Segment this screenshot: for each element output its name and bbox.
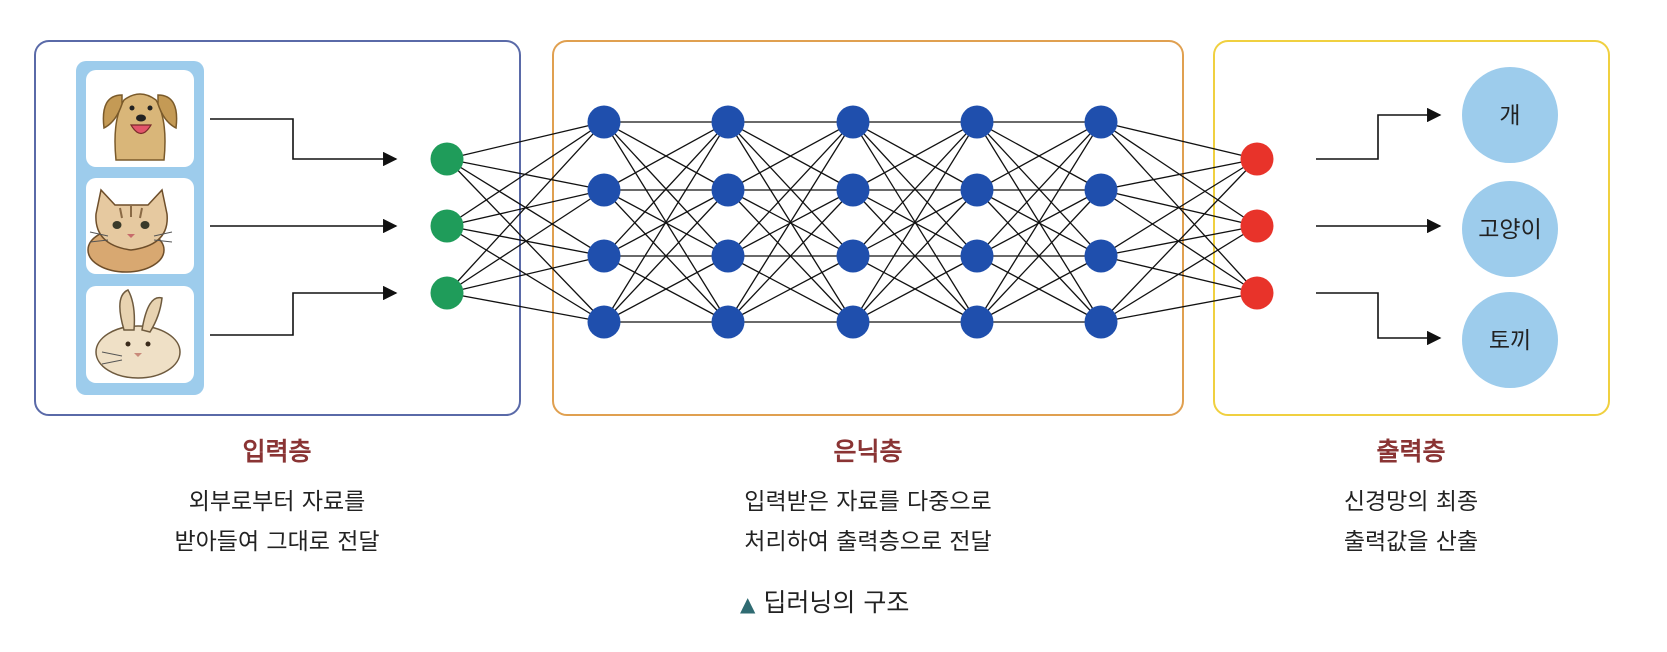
connection-line xyxy=(727,121,854,191)
hidden-node xyxy=(587,173,621,207)
dog-image xyxy=(86,70,194,167)
hidden-node xyxy=(960,305,994,339)
hidden-node xyxy=(1084,173,1118,207)
connection-line xyxy=(446,189,605,294)
input-layer-box xyxy=(34,40,521,416)
arrow-to-dog-output xyxy=(1316,107,1442,160)
hidden-node xyxy=(1084,105,1118,139)
hidden-desc-line-2: 처리하여 출력층으로 전달 xyxy=(744,529,992,555)
output-arrows xyxy=(1316,107,1442,346)
output-layer-box xyxy=(1213,40,1610,416)
connection-line xyxy=(727,255,854,323)
hidden-node xyxy=(711,105,745,139)
hidden-node xyxy=(960,173,994,207)
network-connections xyxy=(446,121,1258,323)
output-label-dog: 개 xyxy=(1499,103,1520,129)
output-desc-line-2: 출력값을 산출 xyxy=(1343,529,1479,555)
input-node xyxy=(430,276,464,310)
connection-line xyxy=(603,189,729,323)
hidden-node xyxy=(836,173,870,207)
hidden-node xyxy=(836,105,870,139)
hidden-layer-title: 은닉층 xyxy=(833,437,903,466)
connection-line xyxy=(727,121,854,323)
connection-line xyxy=(1100,158,1258,257)
input-desc-line-1: 외부로부터 자료를 xyxy=(188,489,366,515)
connection-line xyxy=(603,121,729,323)
connection-line xyxy=(603,121,729,257)
connection-line xyxy=(446,255,605,294)
output-node xyxy=(1240,209,1274,243)
cat-image xyxy=(86,178,194,274)
connection-line xyxy=(1100,158,1258,191)
hidden-node xyxy=(960,239,994,273)
hidden-node xyxy=(587,239,621,273)
connection-line xyxy=(852,255,978,323)
network-nodes xyxy=(430,105,1274,339)
hidden-node xyxy=(836,305,870,339)
connection-line xyxy=(852,121,978,191)
input-desc-line-2: 받아들여 그대로 전달 xyxy=(174,529,380,555)
input-node xyxy=(430,142,464,176)
output-desc-line-1: 신경망의 최종 xyxy=(1343,489,1479,515)
connection-line xyxy=(727,189,854,323)
output-label-rabbit: 토끼 xyxy=(1489,328,1531,354)
hidden-node xyxy=(836,239,870,273)
output-cat: 고양이 xyxy=(1462,181,1558,277)
connection-line xyxy=(446,292,605,323)
connection-line xyxy=(727,121,854,257)
hidden-node xyxy=(1084,305,1118,339)
connection-line xyxy=(1100,225,1258,323)
caption-text: 딥러닝의 구조 xyxy=(763,588,910,617)
connection-line xyxy=(852,189,978,323)
hidden-layer-description: 입력받은 자료를 다중으로 처리하여 출력층으로 전달 xyxy=(744,482,991,562)
connection-line xyxy=(1100,158,1258,323)
rabbit-image xyxy=(86,286,194,383)
connection-line xyxy=(446,121,605,160)
output-rabbit: 토끼 xyxy=(1462,292,1558,388)
arrow-to-rabbit-output xyxy=(1316,292,1442,346)
arrow-dog-to-input xyxy=(210,118,398,167)
output-node xyxy=(1240,276,1274,310)
figure-caption: ▲ 딥러닝의 구조 xyxy=(740,583,909,619)
output-label-cat: 고양이 xyxy=(1478,217,1541,243)
hidden-layer-box xyxy=(552,40,1184,416)
connection-line xyxy=(852,121,978,323)
connection-line xyxy=(976,255,1102,323)
connection-line xyxy=(976,121,1102,191)
input-node xyxy=(430,209,464,243)
connection-line xyxy=(852,121,978,257)
hidden-node xyxy=(711,173,745,207)
output-dog: 개 xyxy=(1462,67,1558,163)
output-layer-description: 신경망의 최종 출력값을 산출 xyxy=(1344,482,1478,562)
arrow-rabbit-to-input xyxy=(210,285,398,336)
connection-line xyxy=(976,189,1102,323)
connection-line xyxy=(1100,292,1258,323)
connection-line xyxy=(1100,121,1258,160)
connection-line xyxy=(603,255,729,323)
hidden-node xyxy=(960,105,994,139)
connection-line xyxy=(446,121,605,294)
input-layer-title: 입력층 xyxy=(242,437,312,466)
output-node xyxy=(1240,142,1274,176)
hidden-node xyxy=(711,239,745,273)
hidden-desc-line-1: 입력받은 자료를 다중으로 xyxy=(744,489,992,515)
connection-line xyxy=(976,121,1102,323)
hidden-node xyxy=(587,305,621,339)
input-layer-description: 외부로부터 자료를 받아들여 그대로 전달 xyxy=(174,482,379,562)
input-arrows xyxy=(210,118,398,336)
triangle-marker-icon: ▲ xyxy=(740,592,756,616)
hidden-node xyxy=(1084,239,1118,273)
hidden-node xyxy=(587,105,621,139)
connection-line xyxy=(603,121,729,191)
output-layer-title: 출력층 xyxy=(1376,437,1446,466)
hidden-node xyxy=(711,305,745,339)
connection-line xyxy=(976,121,1102,257)
connection-line xyxy=(446,121,605,227)
